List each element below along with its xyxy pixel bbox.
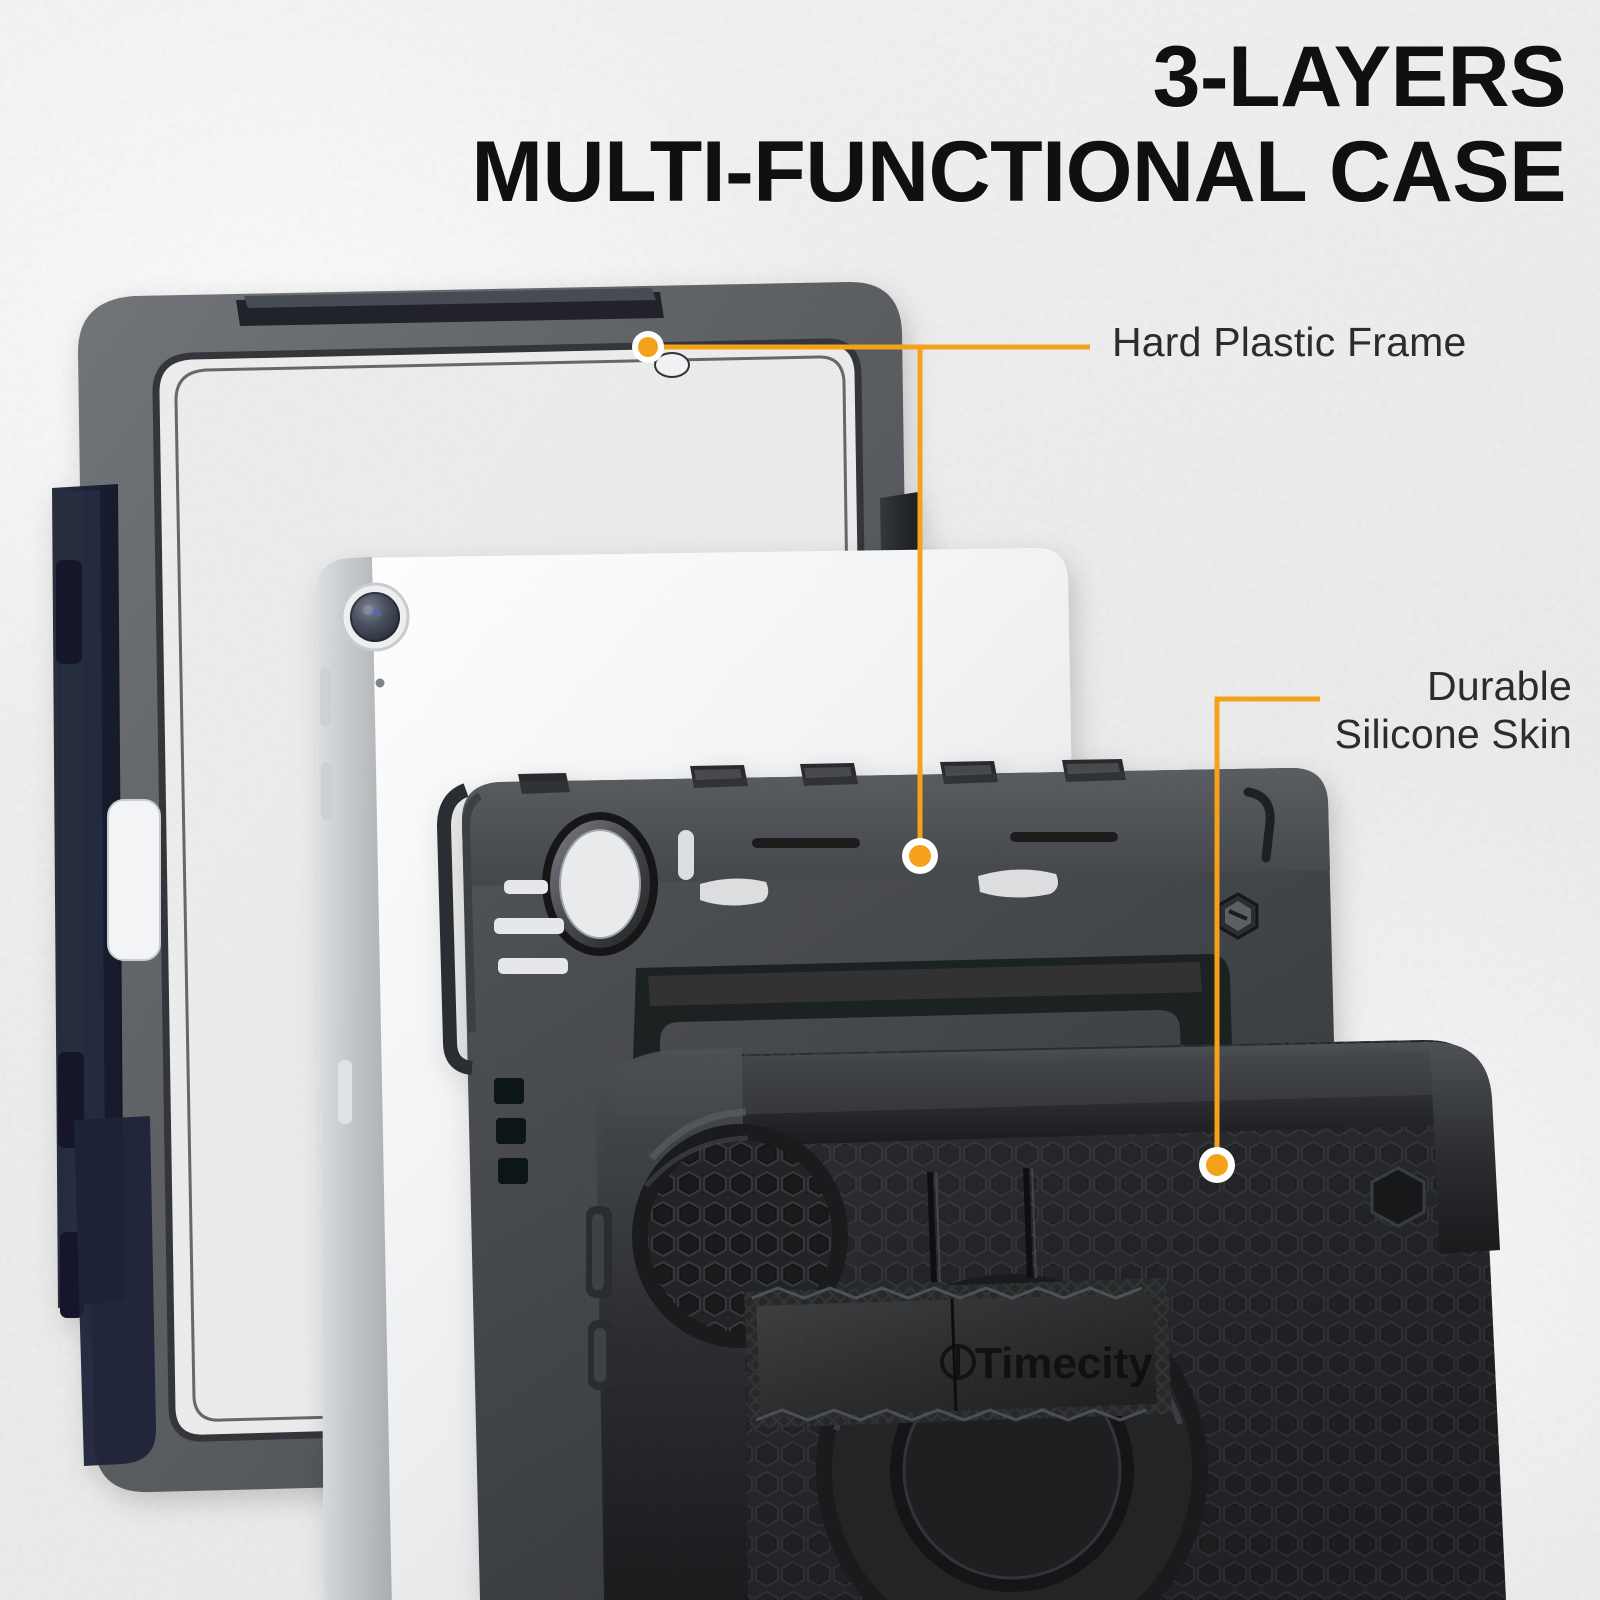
brand-logo-text: Timecity <box>975 1339 1153 1388</box>
tablet-microphone <box>375 678 385 688</box>
callout-1-line-1: Hard Plastic Frame <box>1112 319 1467 365</box>
callout-2-line-2: Silicone Skin <box>1334 711 1572 758</box>
hex-vent-icon <box>1370 1166 1426 1228</box>
headline-line-1: 3-LAYERS <box>1152 29 1567 125</box>
headline-line-2: MULTI-FUNCTIONAL CASE <box>471 123 1566 220</box>
headline-block: 3-LAYERS MULTI-FUNCTIONAL CASE <box>471 29 1567 220</box>
tablet-rear-camera <box>340 582 410 652</box>
kickstand-plate <box>616 954 1238 1600</box>
case-cutouts <box>678 830 1058 906</box>
hex-screw-icon <box>1217 892 1259 940</box>
layer-bumper-shell: Timecity <box>586 1039 1506 1600</box>
speaker-slots <box>752 832 1118 848</box>
side-clips <box>436 783 568 1184</box>
port-cover-highlights <box>694 763 1120 780</box>
hand-strap: Timecity <box>744 1278 1172 1428</box>
callout-label-hard-plastic-frame: Hard Plastic Frame <box>1112 318 1466 366</box>
grip-ridges <box>927 1167 1033 1283</box>
callout-2-line-1: Durable <box>1427 663 1572 709</box>
camera-cutout-ring <box>542 812 658 956</box>
callout-label-durable-silicone-skin: Durable Silicone Skin <box>1335 662 1572 759</box>
